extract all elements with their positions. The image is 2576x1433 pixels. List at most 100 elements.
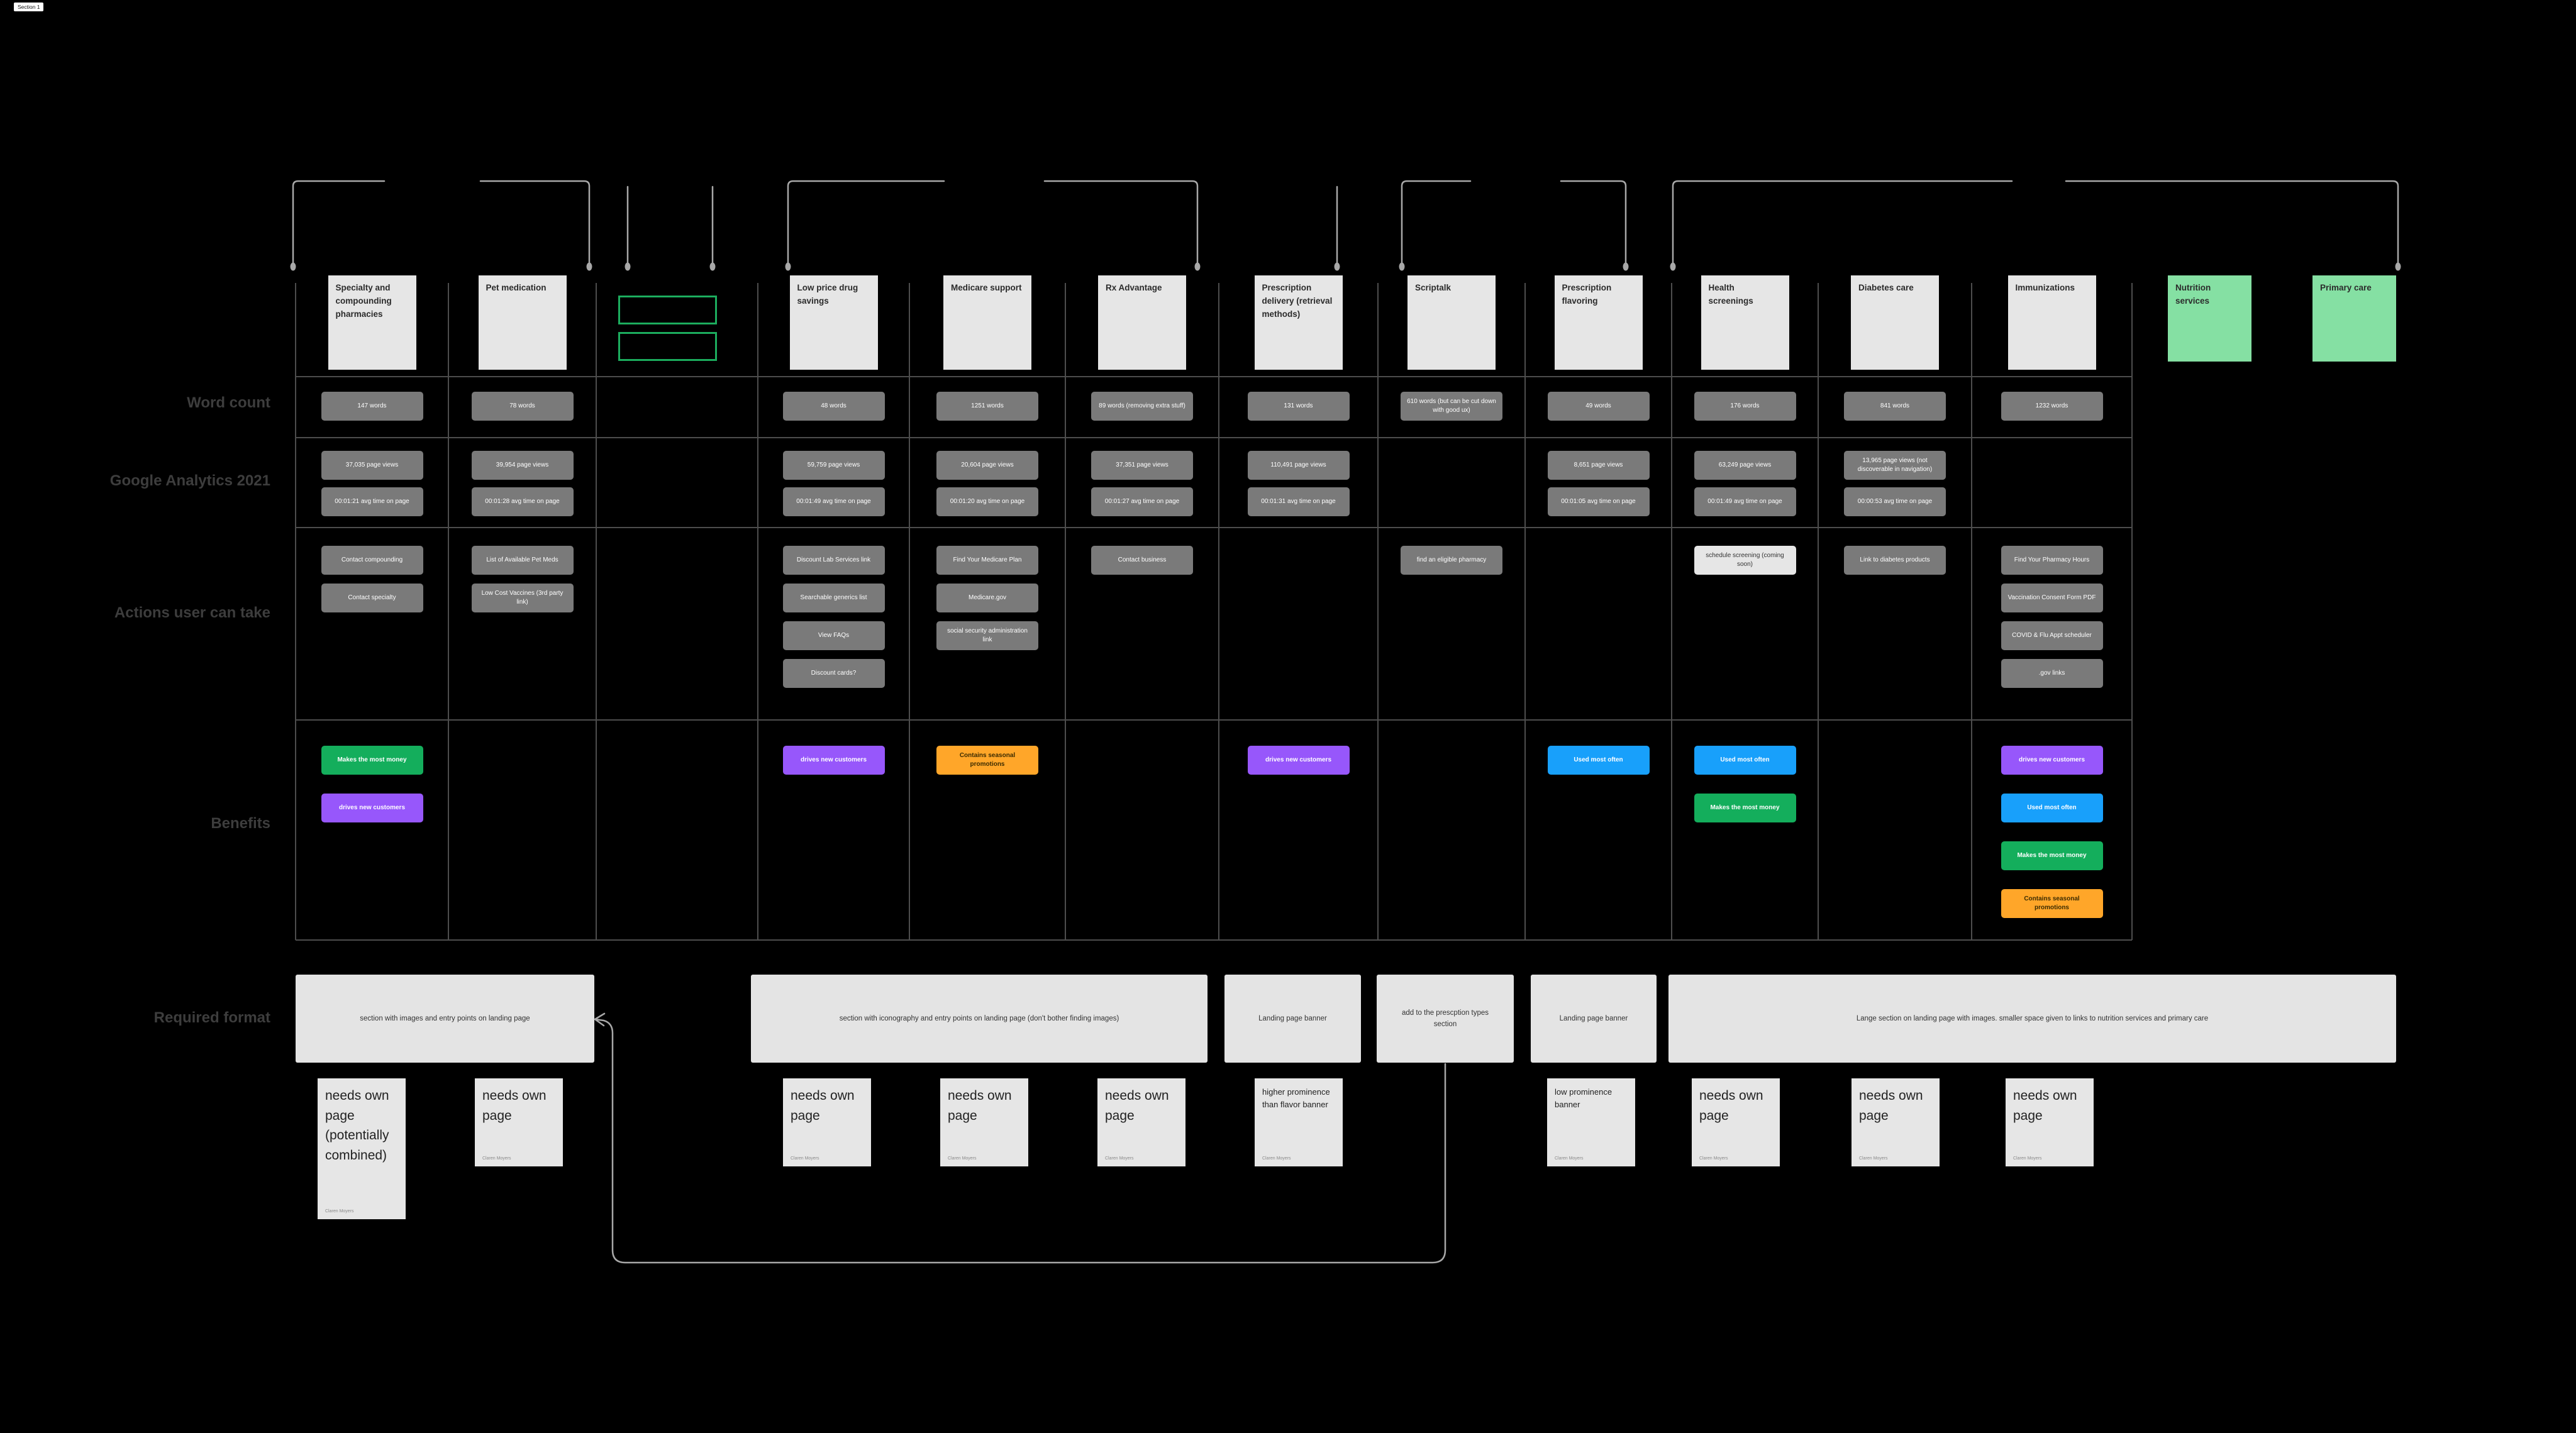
analytics-box[interactable]: 59,759 page views — [782, 451, 885, 480]
action-box[interactable]: Discount Lab Services link — [782, 546, 885, 575]
benefit-box-orange[interactable]: Contains seasonal promotions — [936, 746, 1038, 775]
sticky-note[interactable]: needs own page (potentially combined)Cla… — [318, 1078, 406, 1219]
analytics-box[interactable]: 00:01:27 avg time on page — [1091, 487, 1193, 516]
analytics-box[interactable]: 110,491 page views — [1247, 451, 1350, 480]
action-box[interactable]: find an eligible pharmacy — [1401, 546, 1502, 575]
action-box[interactable]: List of Available Pet Meds — [471, 546, 574, 575]
section-label-chip[interactable]: Section 1 — [14, 3, 44, 12]
row-label[interactable]: Word count — [187, 394, 270, 411]
analytics-box[interactable]: 00:01:31 avg time on page — [1247, 487, 1350, 516]
word-count-box[interactable]: 131 words — [1247, 392, 1350, 421]
action-box[interactable]: Find Your Pharmacy Hours — [2001, 546, 2103, 575]
analytics-box[interactable]: 63,249 page views — [1694, 451, 1796, 480]
empty-highlight-box[interactable] — [618, 296, 717, 324]
analytics-box[interactable]: 00:01:21 avg time on page — [321, 487, 423, 516]
analytics-box[interactable]: 00:01:28 avg time on page — [471, 487, 574, 516]
analytics-box[interactable]: 13,965 page views (not discoverable in n… — [1844, 451, 1946, 480]
action-box[interactable]: Low Cost Vaccines (3rd party link) — [471, 584, 574, 612]
analytics-box[interactable]: 37,035 page views — [321, 451, 423, 480]
action-box[interactable]: .gov links — [2001, 659, 2103, 688]
service-card[interactable]: Pet medication — [478, 275, 567, 370]
word-count-box[interactable]: 176 words — [1694, 392, 1796, 421]
analytics-box[interactable]: 8,651 page views — [1547, 451, 1650, 480]
word-count-box[interactable]: 49 words — [1547, 392, 1650, 421]
bracket-connector[interactable] — [2065, 180, 2399, 268]
benefit-box-purple[interactable]: drives new customers — [782, 746, 885, 775]
benefit-box-purple[interactable]: drives new customers — [1247, 746, 1350, 775]
required-format-box[interactable]: add to the prescption types section — [1377, 975, 1514, 1063]
action-box[interactable]: Searchable generics list — [782, 584, 885, 612]
benefit-box-green[interactable]: Makes the most money — [321, 746, 423, 775]
service-card[interactable]: Health screenings — [1701, 275, 1789, 370]
service-card[interactable]: Immunizations — [2007, 275, 2096, 370]
action-box[interactable]: schedule screening (coming soon) — [1694, 546, 1796, 575]
service-card[interactable]: Scriptalk — [1407, 275, 1496, 370]
benefit-box-orange[interactable]: Contains seasonal promotions — [2001, 889, 2103, 918]
bracket-connector[interactable] — [1672, 180, 2013, 268]
action-box[interactable]: Medicare.gov — [936, 584, 1038, 612]
word-count-box[interactable]: 78 words — [471, 392, 574, 421]
action-box[interactable]: Discount cards? — [782, 659, 885, 688]
service-card[interactable]: Prescription flavoring — [1554, 275, 1643, 370]
word-count-box[interactable]: 48 words — [782, 392, 885, 421]
action-box[interactable]: Vaccination Consent Form PDF — [2001, 584, 2103, 612]
action-box[interactable]: Contact business — [1091, 546, 1193, 575]
benefit-box-green[interactable]: Makes the most money — [2001, 841, 2103, 870]
row-label[interactable]: Actions user can take — [114, 604, 270, 621]
required-format-box[interactable]: Lange section on landing page with image… — [1668, 975, 2396, 1063]
bracket-connector[interactable] — [1560, 180, 1627, 268]
word-count-box[interactable]: 89 words (removing extra stuff) — [1091, 392, 1193, 421]
service-card[interactable]: Prescription delivery (retrieval methods… — [1254, 275, 1343, 370]
analytics-box[interactable]: 00:01:05 avg time on page — [1547, 487, 1650, 516]
service-card[interactable]: Medicare support — [943, 275, 1031, 370]
action-box[interactable]: COVID & Flu Appt scheduler — [2001, 621, 2103, 650]
word-count-box[interactable]: 841 words — [1844, 392, 1946, 421]
benefit-box-purple[interactable]: drives new customers — [321, 794, 423, 822]
bracket-connector[interactable] — [479, 180, 591, 268]
service-card[interactable]: Diabetes care — [1851, 275, 1939, 370]
required-format-box[interactable]: section with iconography and entry point… — [751, 975, 1208, 1063]
action-box[interactable]: Contact specialty — [321, 584, 423, 612]
word-count-box[interactable]: 1232 words — [2001, 392, 2103, 421]
bracket-connector[interactable] — [1401, 180, 1472, 268]
service-card-green[interactable]: Primary care — [2312, 275, 2396, 362]
row-label[interactable]: Required format — [153, 1009, 270, 1026]
benefit-box-blue[interactable]: Used most often — [1694, 746, 1796, 775]
word-count-box[interactable]: 147 words — [321, 392, 423, 421]
service-card[interactable]: Low price drug savings — [789, 275, 878, 370]
action-box[interactable]: social security administration link — [936, 621, 1038, 650]
word-count-box[interactable]: 610 words (but can be cut down with good… — [1401, 392, 1502, 421]
service-card[interactable]: Specialty and compounding pharmacies — [328, 275, 416, 370]
service-card[interactable]: Rx Advantage — [1098, 275, 1186, 370]
bracket-connector[interactable] — [1043, 180, 1199, 268]
analytics-box[interactable]: 00:01:49 avg time on page — [782, 487, 885, 516]
analytics-box[interactable]: 37,351 page views — [1091, 451, 1193, 480]
action-box[interactable]: Find Your Medicare Plan — [936, 546, 1038, 575]
benefit-box-blue[interactable]: Used most often — [1547, 746, 1650, 775]
analytics-box[interactable]: 00:00:53 avg time on page — [1844, 487, 1946, 516]
analytics-box[interactable]: 39,954 page views — [471, 451, 574, 480]
row-label[interactable]: Google Analytics 2021 — [109, 472, 270, 489]
word-count-box[interactable]: 1251 words — [936, 392, 1038, 421]
benefit-box-green[interactable]: Makes the most money — [1694, 794, 1796, 822]
benefit-box-purple[interactable]: drives new customers — [2001, 746, 2103, 775]
row-label[interactable]: Benefits — [211, 815, 270, 832]
action-box[interactable]: View FAQs — [782, 621, 885, 650]
required-format-box[interactable]: Landing page banner — [1531, 975, 1657, 1063]
analytics-box[interactable]: 20,604 page views — [936, 451, 1038, 480]
action-box[interactable]: Link to diabetes products — [1844, 546, 1946, 575]
benefit-box-blue[interactable]: Used most often — [2001, 794, 2103, 822]
bracket-connector[interactable] — [787, 180, 945, 268]
service-card-green[interactable]: Nutrition services — [2168, 275, 2251, 362]
analytics-box[interactable]: 00:01:20 avg time on page — [936, 487, 1038, 516]
required-format-box[interactable]: section with images and entry points on … — [296, 975, 594, 1063]
